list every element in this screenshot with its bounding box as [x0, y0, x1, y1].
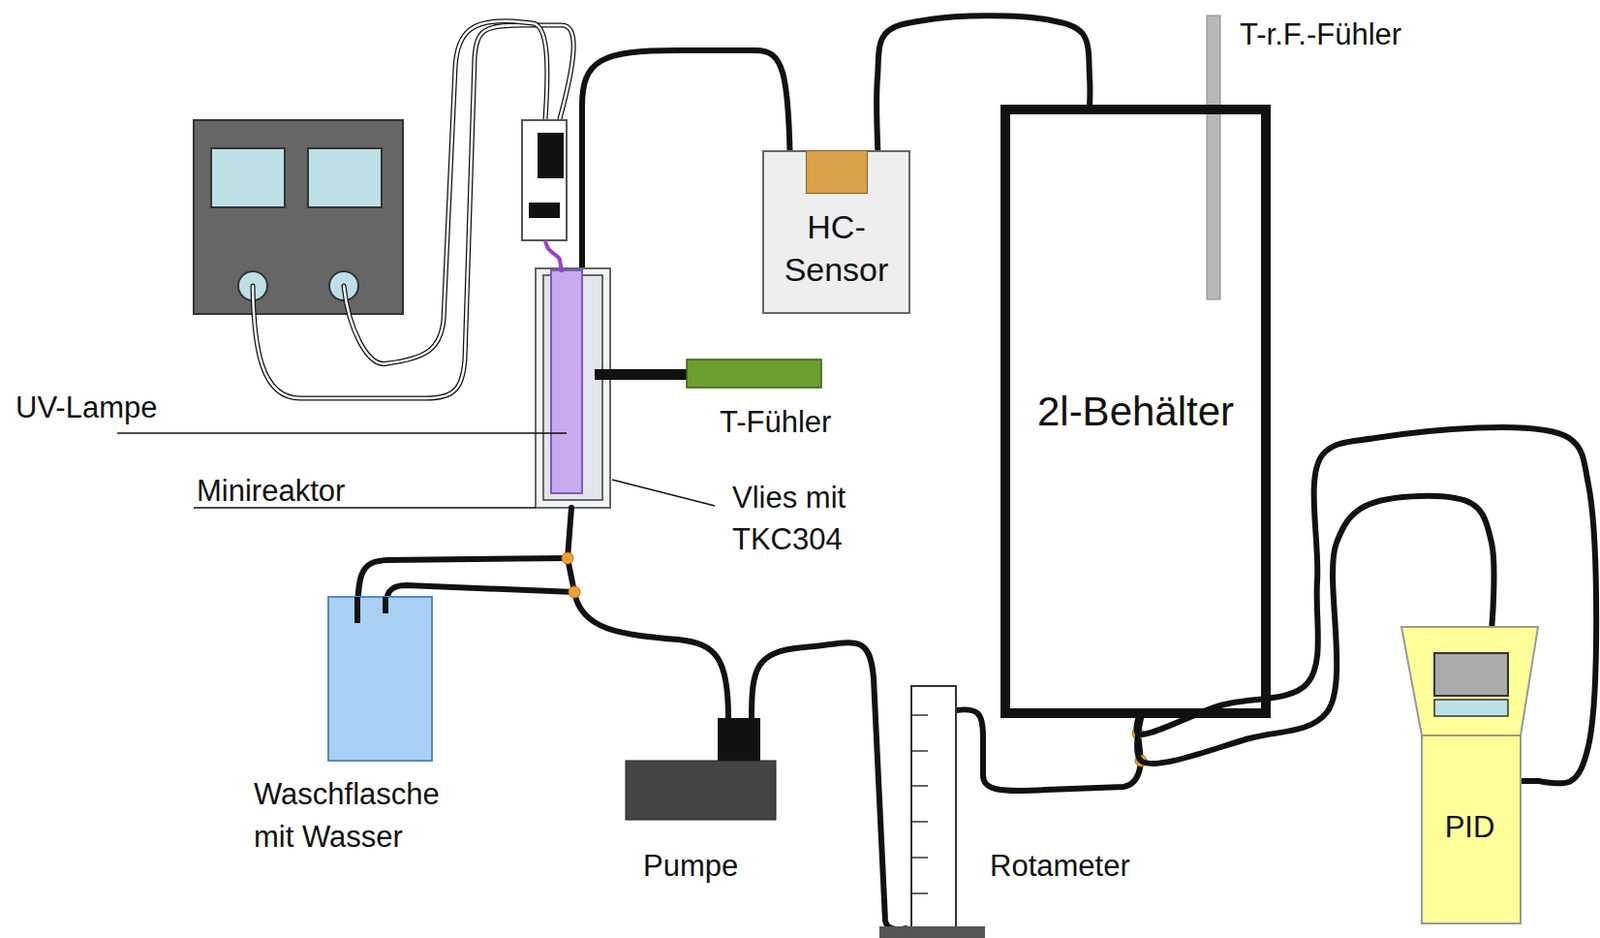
tubes	[357, 507, 1539, 929]
leader-line	[117, 431, 567, 434]
lamp-socket	[522, 120, 567, 241]
wire	[252, 25, 574, 399]
display	[307, 148, 382, 208]
wash-bottle	[328, 596, 432, 761]
sensor-box: HC- Sensor	[762, 150, 911, 314]
pid-display	[1434, 699, 1508, 716]
probe-rod	[594, 369, 687, 380]
pid-body	[1421, 735, 1521, 924]
pid-outline	[1400, 625, 1539, 924]
wire	[252, 25, 574, 399]
tube	[876, 15, 1090, 151]
node-text: HC- Sensor	[775, 205, 897, 291]
wire	[343, 21, 548, 365]
temperature-probe	[686, 359, 822, 388]
junctions	[561, 552, 1147, 767]
scale-ticks	[911, 714, 928, 893]
socket-part	[528, 202, 560, 218]
tube	[582, 50, 791, 271]
rotameter-base	[879, 925, 985, 938]
power-wires	[252, 21, 574, 399]
node-text: PID	[1445, 809, 1496, 845]
tube	[567, 507, 729, 718]
minireactor	[535, 268, 611, 508]
sensor-element	[805, 150, 868, 194]
part-label: Pumpe	[643, 848, 739, 884]
node-text: 2l-Behälter	[1037, 387, 1234, 436]
part-label: Minireaktor	[196, 473, 345, 509]
container-box: 2l-Behälter	[1000, 104, 1271, 718]
tube	[1137, 427, 1598, 783]
part-label: UV-Lampe	[15, 390, 157, 426]
pump	[625, 760, 776, 820]
power-supply	[193, 120, 403, 314]
pump-head	[717, 717, 761, 761]
uv-lamp	[551, 270, 583, 493]
leader-line	[612, 479, 715, 506]
part-label: T-Fühler	[719, 404, 831, 440]
rotameter	[911, 685, 956, 928]
humidity-probe	[1206, 15, 1221, 300]
tube	[955, 708, 1141, 791]
display	[211, 148, 285, 208]
lamp-cable	[545, 240, 562, 273]
wire	[343, 21, 548, 365]
pid-device: PID	[1400, 625, 1539, 924]
pid-head	[1401, 626, 1539, 736]
tube	[357, 596, 386, 623]
part-label: Rotameter	[989, 848, 1131, 884]
part-label: Vlies mit TKC304	[732, 476, 902, 560]
part-label: T-r.F.-Fühler	[1239, 17, 1402, 53]
pid-screen	[1434, 652, 1508, 696]
socket-part	[537, 132, 564, 179]
part-label: Waschflasche mit Wasser	[253, 772, 482, 859]
